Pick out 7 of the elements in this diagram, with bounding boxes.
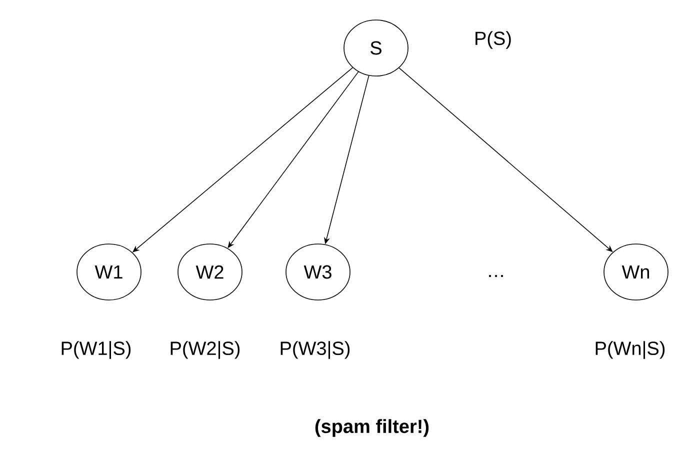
probability-label: P(Wn|S) (596, 341, 665, 359)
probability-label: P(W3|S) (280, 341, 350, 359)
probability-label: P(W1|S) (62, 341, 131, 359)
probability-label: P(S) (476, 31, 511, 49)
probability-label: P(W2|S) (170, 341, 240, 359)
ellipsis-label: … (489, 275, 503, 278)
caption: (spam filter!) (315, 419, 429, 437)
